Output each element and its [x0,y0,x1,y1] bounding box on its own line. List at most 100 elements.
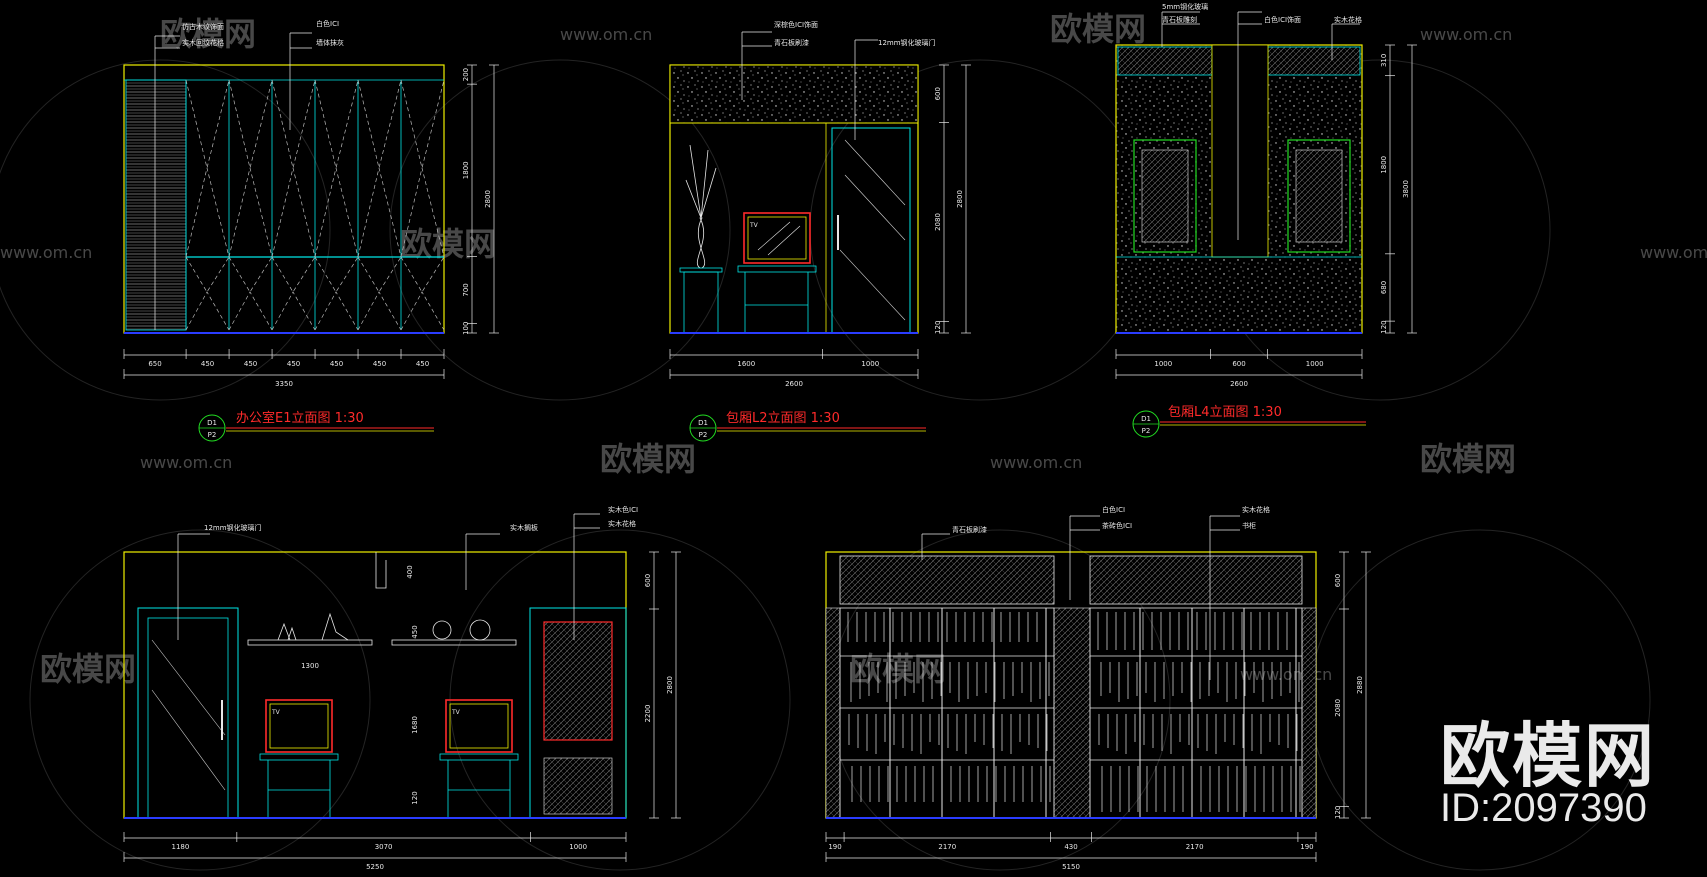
cabinet-doors [185,80,402,330]
lattice-band-right [1089,555,1303,605]
dimension-label: 700 [462,283,470,296]
tv-label: TV [451,709,461,716]
dimension-label: 100 [462,322,470,335]
dimension-label: 600 [934,87,942,100]
dimension-label: 1000 [1306,360,1324,368]
title-tag-bottom: P2 [699,431,708,439]
dimension-label: 450 [201,360,214,368]
callout-4: 实木花格 [608,519,636,528]
callout-leaders [154,32,312,330]
glass-door [147,617,229,819]
dimension-label: 120 [411,791,419,804]
watermark-site-text: www.om.cn [1640,243,1707,262]
wood-panel [125,79,187,331]
callout-2: 实木搁板 [510,523,538,532]
view-title-2: D1 P2 包厢L2立面图 1:30 [689,411,926,442]
callout-2: 青石板雕刻 [1162,15,1197,24]
tv-label: TV [749,222,759,229]
dimension-label: 190 [1300,843,1313,851]
door-open-marks [185,79,445,331]
dimension-label: 450 [411,625,419,638]
dimension-label: 120 [1334,806,1342,819]
shelf-ornaments [277,612,491,641]
dimension-label: 310 [1380,54,1388,67]
carved-band-left [1117,46,1213,76]
elevation-view-lower-left: TV TV 12mm钢化玻璃门 实木搁板 实木色ICI 实木花格 [123,505,638,819]
dimension-label: 120 [1380,320,1388,333]
dimension-label: 680 [1380,281,1388,294]
dimension-label: 1800 [1380,156,1388,174]
glass-door [831,127,911,334]
dimension-total: 2600 [1230,380,1248,388]
dimension-label: 400 [406,565,414,578]
dimension-total: 2880 [1356,676,1364,694]
dimension-label: 600 [644,574,652,587]
center-opening [1211,44,1269,258]
watermark-site-text: www.om.cn [990,453,1082,472]
view-title-1: D1 P2 办公室E1立面图 1:30 [198,410,434,442]
dimension-label: 2080 [1334,699,1342,717]
dimension-label: 2080 [934,213,942,231]
dimension-label: 600 [1232,360,1245,368]
watermark-brand-text: 欧模网 [40,650,136,688]
callout-4: 墙体抹灰 [316,38,344,47]
dimension-label: 2170 [1186,843,1204,851]
watermark-arc [389,59,731,401]
callout-4: 实木花格 [1334,15,1362,24]
callout-2: 白色ICI [1102,505,1125,514]
lattice-panel-right [1287,139,1351,253]
side-column-right [1301,607,1317,819]
dimension-label: 1000 [861,360,879,368]
vase [679,144,723,334]
watermark-arc [0,59,331,401]
dimension-label: 450 [416,360,429,368]
title-tag-top: D1 [207,419,217,427]
dimension-label: 1600 [737,360,755,368]
title-tag-top: D1 [698,419,708,427]
callout-1: 深棕色ICI饰面 [774,20,818,29]
stone-header [669,64,919,124]
dimension-total: 2600 [785,380,803,388]
callout-3: 茶砖色ICI [1102,521,1132,530]
watermark-site-text: www.om.cn [140,453,232,472]
elevation-view-lower-right: 青石板刷漆 白色ICI 茶砖色ICI 实木花格 书柜 [825,505,1317,819]
dimension-label: 120 [934,321,942,334]
view-title: 包厢L4立面图 1:30 [1168,405,1282,420]
watermark-site-text: www.om.cn [560,25,652,44]
dimension-label: 1680 [411,716,419,734]
dimension-label: 2200 [644,705,652,723]
bookcase-right [1089,607,1303,819]
dimension-total: 3800 [1402,180,1410,198]
dimension-label: 450 [287,360,300,368]
dimension-label: 2170 [938,843,956,851]
dimension-total: 5150 [1062,863,1080,871]
dimension-label: 450 [373,360,386,368]
view-title-3: D1 P2 包厢L4立面图 1:30 [1132,405,1366,438]
lattice-band-left [839,555,1055,605]
watermark-site-text: www.om.cn [1420,25,1512,44]
callout-2: 青石板刷漆 [774,38,809,47]
watermark-brand-text: 欧模网 [1050,10,1146,48]
watermark-brand: 欧模网 [1440,715,1656,797]
elevation-view-room-l2: TV 深棕色ICI饰面 青石板刷漆 12mm钢化玻璃门 [669,20,936,334]
watermark-arc [29,529,371,871]
dimension-label: 3070 [375,843,393,851]
callout-3: 实木色ICI [608,505,638,514]
center-column [1053,607,1091,819]
callout-1: 12mm钢化玻璃门 [204,523,262,532]
wall-shelf-right [391,639,517,646]
callout-2: 白色ICI [316,19,339,28]
bookcase-shelves [840,608,1302,818]
dimension-label: 1180 [172,843,190,851]
side-column-left [825,607,841,819]
callout-5: 书柜 [1242,521,1256,530]
callout-1: 青石板刷漆 [952,525,987,534]
lattice-panel-left [1133,139,1197,253]
dimension-label: 430 [1064,843,1077,851]
wall-shelf-left [247,639,373,646]
callout-4: 实木花格 [1242,505,1270,514]
dimension-label: 650 [148,360,161,368]
dimension-label: 1800 [462,161,470,179]
callout-1: 5mm钢化玻璃 [1162,2,1208,11]
